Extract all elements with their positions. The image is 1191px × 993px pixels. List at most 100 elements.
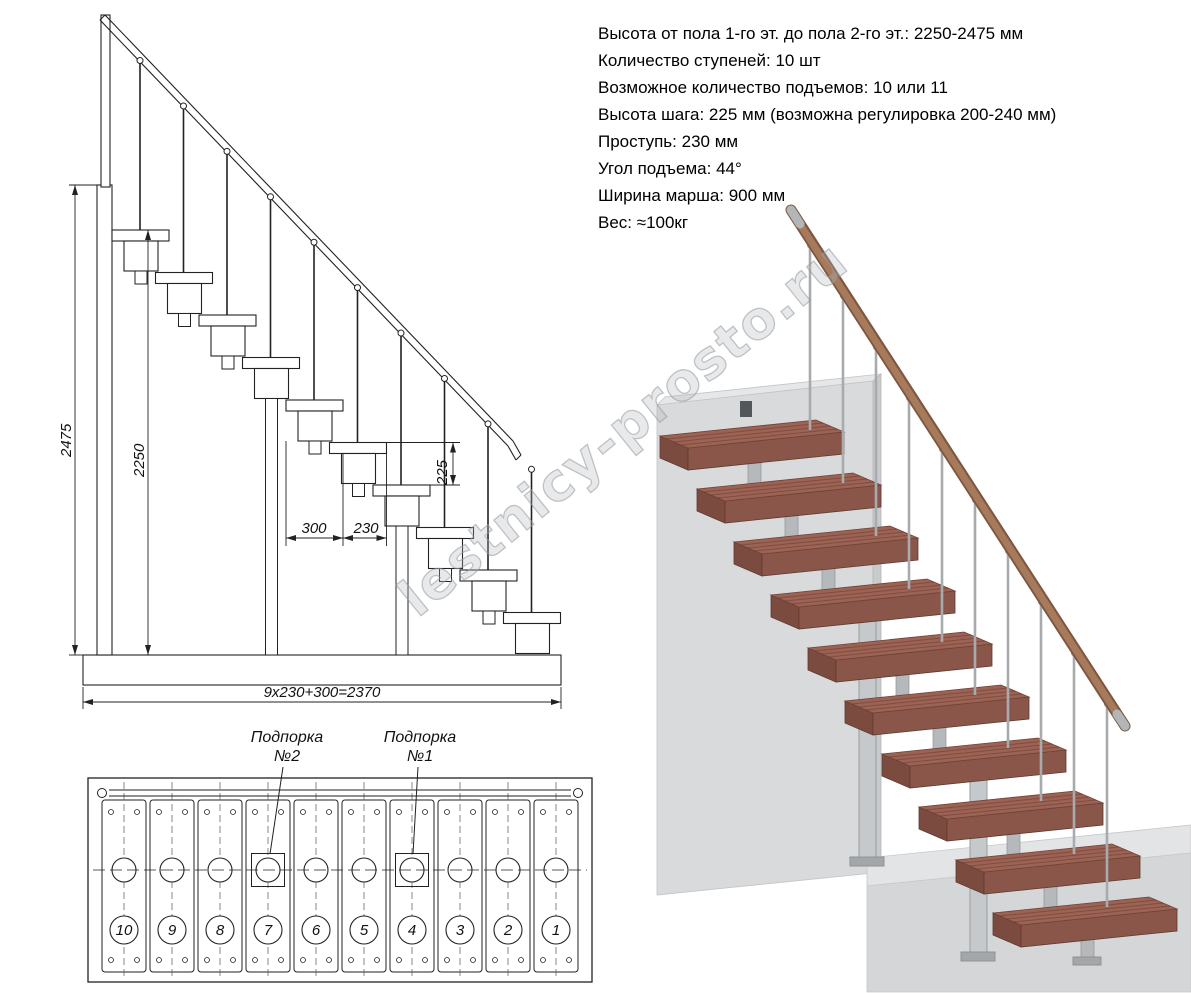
support-post: [395, 525, 409, 656]
bolt-hole: [348, 957, 354, 963]
wood-grain: [902, 746, 1060, 764]
wood-grain: [932, 796, 1090, 814]
bolt-hole: [108, 957, 114, 963]
bolt-hole: [422, 809, 428, 815]
step-number: 4: [408, 922, 416, 939]
wood-grain: [888, 740, 1046, 758]
handrail-line: [99, 19, 509, 447]
step-number-circle: [205, 915, 235, 945]
bolt-hole: [492, 809, 498, 815]
spec-line: Количество ступеней: 10 шт: [598, 51, 821, 70]
spec-line: Высота шага: 225 мм (возможна регулировк…: [598, 105, 1057, 124]
elevation-structure: [82, 14, 562, 686]
stringer-module: [514, 622, 551, 655]
dim-total-height-label: 2475: [58, 423, 75, 458]
bolt-hole: [326, 957, 332, 963]
bolt-hole: [422, 957, 428, 963]
dim-arrow: [286, 535, 296, 541]
spec-line: Высота от пола 1-го эт. до пола 2-го эт.…: [598, 24, 1024, 43]
spec-line: Угол подъема: 44°: [598, 159, 742, 178]
wood-grain: [784, 584, 942, 602]
stringer-module: [297, 410, 333, 442]
support2-label-line2: №2: [274, 748, 300, 765]
dim-230-label: 230: [352, 520, 379, 537]
base-beam: [82, 654, 562, 686]
step-number-circle: [541, 915, 571, 945]
baluster-ball: [528, 465, 535, 473]
bolt-hole: [518, 809, 524, 815]
plan-overlays: [93, 766, 587, 871]
step-number-circle: [253, 915, 283, 945]
step-number: 2: [503, 922, 513, 939]
wood-grain: [673, 425, 831, 443]
step-number-circle: [397, 915, 427, 945]
leader-line: [412, 766, 419, 855]
wood-grain: [969, 849, 1127, 867]
tread: [502, 611, 562, 625]
bolt-hole: [326, 809, 332, 815]
wood-grain: [939, 799, 1097, 817]
wood-grain: [851, 687, 1009, 705]
rail-end-circle: [97, 788, 107, 798]
bolt-hole: [182, 809, 188, 815]
handrail-cap-top: [786, 205, 805, 229]
wood-grain: [821, 637, 979, 655]
tread-top-face: [991, 896, 1179, 926]
step-number: 7: [264, 922, 273, 939]
baluster-ball: [354, 284, 361, 292]
bolt-hole: [108, 809, 114, 815]
baluster-ball: [441, 374, 448, 382]
bolt-hole: [278, 957, 284, 963]
dimension-labels: 2475 2250 225 300 230 9x230+300=2370: [58, 423, 451, 701]
wood-grain: [999, 899, 1157, 917]
bolt-hole: [540, 809, 546, 815]
step-number: 3: [456, 922, 465, 939]
bolt-hole: [278, 809, 284, 815]
bolt-hole: [374, 957, 380, 963]
leader-line: [269, 766, 284, 855]
dim-step-height-label: 225: [434, 459, 451, 486]
tread-top-face: [732, 525, 920, 555]
wood-grain: [680, 428, 838, 446]
wood-grain: [666, 422, 824, 440]
bolt-hole: [300, 809, 306, 815]
baluster-ball: [267, 193, 274, 201]
handrail-cap: [515, 454, 522, 461]
wood-grain: [1013, 905, 1171, 923]
staircase-3d-render: [655, 204, 1191, 993]
bolt-hole: [470, 809, 476, 815]
module-strut: [308, 440, 322, 455]
dim-arrow: [376, 535, 387, 541]
tread: [328, 441, 388, 455]
dimension-arrows: [72, 185, 561, 705]
support2-label-line1: Подпорка: [251, 729, 323, 746]
handrail-end: [507, 445, 517, 461]
bolt-hole: [566, 809, 572, 815]
tread-top-face: [695, 472, 883, 502]
dim-arrow: [72, 185, 78, 195]
tread: [154, 271, 214, 285]
support-labels: Подпорка №2 Подпорка №1: [251, 729, 456, 765]
bolt-hole: [348, 809, 354, 815]
handrail-cap: [99, 14, 106, 21]
dim-arrow: [72, 645, 78, 655]
wood-grain: [717, 481, 875, 499]
wood-grain: [703, 475, 861, 493]
elevation-side-view: 2475 2250 225 300 230 9x230+300=2370: [58, 14, 562, 709]
bolt-hole: [156, 957, 162, 963]
stringer-module: [471, 580, 507, 612]
bolt-hole: [492, 957, 498, 963]
stringer-module: [210, 325, 246, 357]
bolt-hole: [374, 809, 380, 815]
baluster-ball: [310, 238, 318, 246]
baluster-ball: [484, 420, 492, 428]
bolt-hole: [300, 957, 306, 963]
handrail-end: [512, 440, 522, 456]
bolt-hole: [444, 809, 450, 815]
dim-arrow: [333, 535, 343, 541]
bolt-hole: [204, 957, 210, 963]
bolt-hole: [252, 809, 258, 815]
